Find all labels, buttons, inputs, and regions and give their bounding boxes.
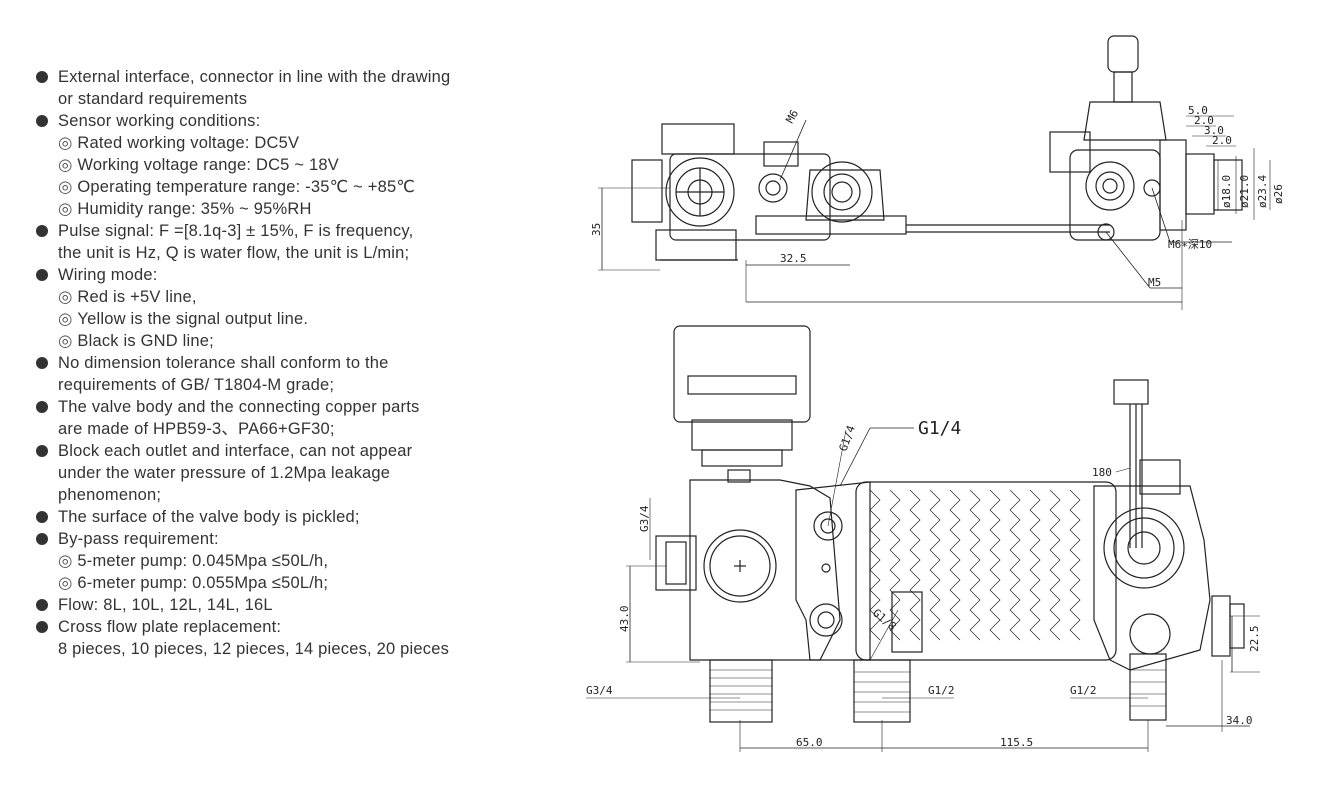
- dim-65: 65.0: [796, 736, 823, 749]
- label-m5: M5: [1148, 276, 1161, 289]
- label-m6-deep: M6∗深10: [1168, 238, 1212, 251]
- spec-line: Block each outlet and interface, can not…: [58, 442, 413, 460]
- dim-d21: ø21.0: [1238, 175, 1251, 208]
- spec-line: or standard requirements: [58, 90, 248, 108]
- dim-2-0: 2.0: [1194, 114, 1214, 127]
- spec-line: By-pass requirement:: [58, 530, 219, 548]
- spec-sub-item: Yellow is the signal output line.: [58, 308, 554, 330]
- spec-line: phenomenon;: [58, 486, 162, 504]
- spec-item: Pulse signal: F =[8.1q-3] ± 15%, F is fr…: [34, 220, 554, 264]
- spec-line: requirements of GB/ T1804-M grade;: [58, 376, 335, 394]
- label-g1-4-small: G1/4: [837, 423, 858, 453]
- label-g3-4-bottom: G3/4: [586, 684, 613, 697]
- label-g1-2-right: G1/2: [1070, 684, 1097, 697]
- label-180: 180: [1092, 466, 1112, 479]
- spec-sub-item: 6-meter pump: 0.055Mpa ≤50L/h;: [58, 572, 554, 594]
- label-g1-8: G1/8: [870, 606, 899, 633]
- spec-item: The surface of the valve body is pickled…: [34, 506, 554, 528]
- spec-sub-item: Black is GND line;: [58, 330, 554, 352]
- dim-d23-4: ø23.4: [1256, 175, 1269, 208]
- spec-line: the unit is Hz, Q is water flow, the uni…: [58, 244, 410, 262]
- dim-35: 35: [590, 223, 603, 236]
- spec-item: Sensor working conditions: Rated working …: [34, 110, 554, 220]
- spec-sub-item: Operating temperature range: -35℃ ~ +85℃: [58, 176, 554, 198]
- label-g1-4-big: G1/4: [918, 418, 961, 439]
- spec-item: No dimension tolerance shall conform to …: [34, 352, 554, 396]
- spec-sub-item: Rated working voltage: DC5V: [58, 132, 554, 154]
- dim-2-0b: 2.0: [1212, 134, 1232, 147]
- top-view: [598, 35, 1271, 310]
- spec-sub-item: 5-meter pump: 0.045Mpa ≤50L/h,: [58, 550, 554, 572]
- spec-sub-item: Working voltage range: DC5 ~ 18V: [58, 154, 554, 176]
- dim-d26: ø26: [1272, 184, 1285, 204]
- spec-line: Pulse signal: F =[8.1q-3] ± 15%, F is fr…: [58, 222, 414, 240]
- spec-line: No dimension tolerance shall conform to …: [58, 354, 389, 372]
- spec-line: 8 pieces, 10 pieces, 12 pieces, 14 piece…: [58, 640, 450, 658]
- spec-item: Cross flow plate replacement: 8 pieces, 1…: [34, 616, 554, 660]
- label-g3-4-side: G3/4: [638, 505, 651, 532]
- spec-line: External interface, connector in line wi…: [58, 68, 451, 86]
- dim-22-5: 22.5: [1248, 626, 1261, 653]
- spec-line: are made of HPB59-3、PA66+GF30;: [58, 420, 335, 438]
- spec-line: The valve body and the connecting copper…: [58, 398, 420, 416]
- label-m6: M6: [783, 108, 801, 126]
- dim-34: 34.0: [1226, 714, 1253, 727]
- dim-3-0: 3.0: [1204, 124, 1224, 137]
- spec-line: Wiring mode:: [58, 266, 158, 284]
- dim-5-0: 5.0: [1188, 104, 1208, 117]
- spec-line: under the water pressure of 1.2Mpa leaka…: [58, 464, 391, 482]
- dim-115-5: 115.5: [1000, 736, 1033, 749]
- spec-sub-item: Red is +5V line,: [58, 286, 554, 308]
- spec-item: Flow: 8L, 10L, 12L, 14L, 16L: [34, 594, 554, 616]
- spec-item: Block each outlet and interface, can not…: [34, 440, 554, 506]
- technical-drawing: 35 32.5 M6 M5 M6∗深10 5.0 2.0 3.0 2.0 ø18…: [586, 35, 1285, 752]
- dim-32-5: 32.5: [780, 252, 807, 265]
- spec-sub-item: Humidity range: 35% ~ 95%RH: [58, 198, 554, 220]
- label-g1-2-mid: G1/2: [928, 684, 955, 697]
- spec-item: External interface, connector in line wi…: [34, 66, 554, 110]
- spec-line: Sensor working conditions:: [58, 112, 261, 130]
- front-view: [586, 325, 1260, 752]
- spec-line: Cross flow plate replacement:: [58, 618, 282, 636]
- spec-item: By-pass requirement: 5-meter pump: 0.045M…: [34, 528, 554, 594]
- dim-43: 43.0: [618, 606, 631, 633]
- spec-list: External interface, connector in line wi…: [34, 66, 554, 660]
- spec-item: The valve body and the connecting copper…: [34, 396, 554, 440]
- spec-item: Wiring mode: Red is +5V line,Yellow is th…: [34, 264, 554, 352]
- dim-d18: ø18.0: [1220, 175, 1233, 208]
- spec-line: Flow: 8L, 10L, 12L, 14L, 16L: [58, 596, 273, 614]
- spec-line: The surface of the valve body is pickled…: [58, 508, 360, 526]
